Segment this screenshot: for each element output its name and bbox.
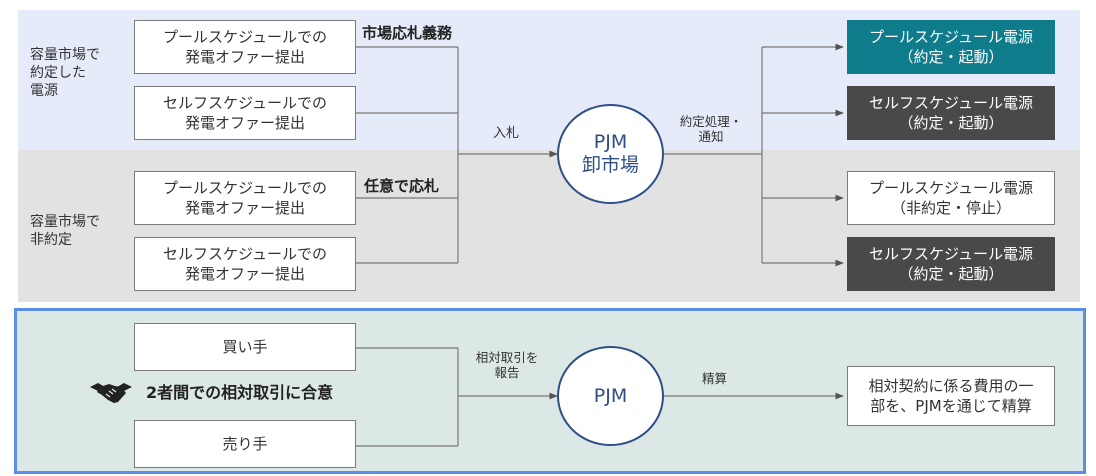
settlement-line2: 部を、PJMを通じて精算 bbox=[870, 397, 1032, 415]
circle-line1: PJM bbox=[593, 131, 628, 153]
result-line1: セルフスケジュール電源 bbox=[869, 245, 1033, 263]
seller-box: 売り手 bbox=[134, 420, 356, 468]
offer-line1: セルフスケジュールでの bbox=[163, 94, 327, 112]
result-box-self-uncommitted: セルフスケジュール電源 （約定・起動） bbox=[847, 237, 1055, 291]
offer-box-self-uncommitted: セルフスケジュールでの 発電オファー提出 bbox=[134, 237, 356, 291]
offer-box-pool-committed: プールスケジュールでの 発電オファー提出 bbox=[134, 20, 356, 74]
result-box-pool-committed: プールスケジュール電源 （約定・起動） bbox=[847, 20, 1055, 74]
agreement-label: 2者間での相対取引に合意 bbox=[146, 383, 334, 402]
result-line2: （約定・起動） bbox=[898, 114, 1004, 132]
offer-line1: セルフスケジュールでの bbox=[163, 245, 327, 263]
bid-label: 入札 bbox=[493, 126, 520, 141]
handshake-icon bbox=[88, 378, 134, 408]
result-box-self-committed: セルフスケジュール電源 （約定・起動） bbox=[847, 86, 1055, 140]
result-box-pool-uncommitted: プールスケジュール電源 （非約定・停止） bbox=[847, 171, 1055, 225]
result-line1: セルフスケジュール電源 bbox=[869, 94, 1033, 112]
offer-box-self-committed: セルフスケジュールでの 発電オファー提出 bbox=[134, 86, 356, 140]
pjm-circle: PJM bbox=[557, 346, 664, 446]
result-line2: （非約定・停止） bbox=[890, 199, 1011, 217]
settlement-line1: 相対契約に係る費用の一 bbox=[868, 377, 1034, 395]
result-line1: プールスケジュール電源 bbox=[869, 28, 1033, 46]
seller-label: 売り手 bbox=[222, 435, 268, 453]
offer-line1: プールスケジュールでの bbox=[163, 28, 327, 46]
pjm-wholesale-circle: PJM 卸市場 bbox=[557, 104, 664, 204]
offer-line2: 発電オファー提出 bbox=[184, 114, 305, 132]
notify-label: 約定処理・ 通知 bbox=[679, 114, 743, 144]
buyer-box: 買い手 bbox=[134, 323, 356, 371]
committed-label: 容量市場で 約定した 電源 bbox=[30, 47, 100, 99]
obligation-note: 市場応札義務 bbox=[362, 24, 453, 42]
offer-line1: プールスケジュールでの bbox=[163, 179, 327, 197]
settle-label: 精算 bbox=[702, 371, 728, 386]
offer-box-pool-uncommitted: プールスケジュールでの 発電オファー提出 bbox=[134, 171, 356, 225]
result-line1: プールスケジュール電源 bbox=[869, 179, 1033, 197]
result-line2: （約定・起動） bbox=[898, 48, 1004, 66]
offer-line2: 発電オファー提出 bbox=[184, 199, 305, 217]
uncommitted-label: 容量市場で 非約定 bbox=[30, 214, 100, 248]
buyer-label: 買い手 bbox=[222, 338, 268, 356]
settlement-box: 相対契約に係る費用の一 部を、PJMを通じて精算 bbox=[847, 366, 1055, 426]
pjm-circle-label: PJM bbox=[593, 384, 628, 407]
optional-note: 任意で応札 bbox=[364, 177, 440, 195]
offer-line2: 発電オファー提出 bbox=[184, 48, 305, 66]
offer-line2: 発電オファー提出 bbox=[184, 265, 305, 283]
circle-line2: 卸市場 bbox=[581, 154, 639, 176]
report-label: 相対取引を 報告 bbox=[475, 350, 539, 380]
result-line2: （約定・起動） bbox=[898, 265, 1004, 283]
